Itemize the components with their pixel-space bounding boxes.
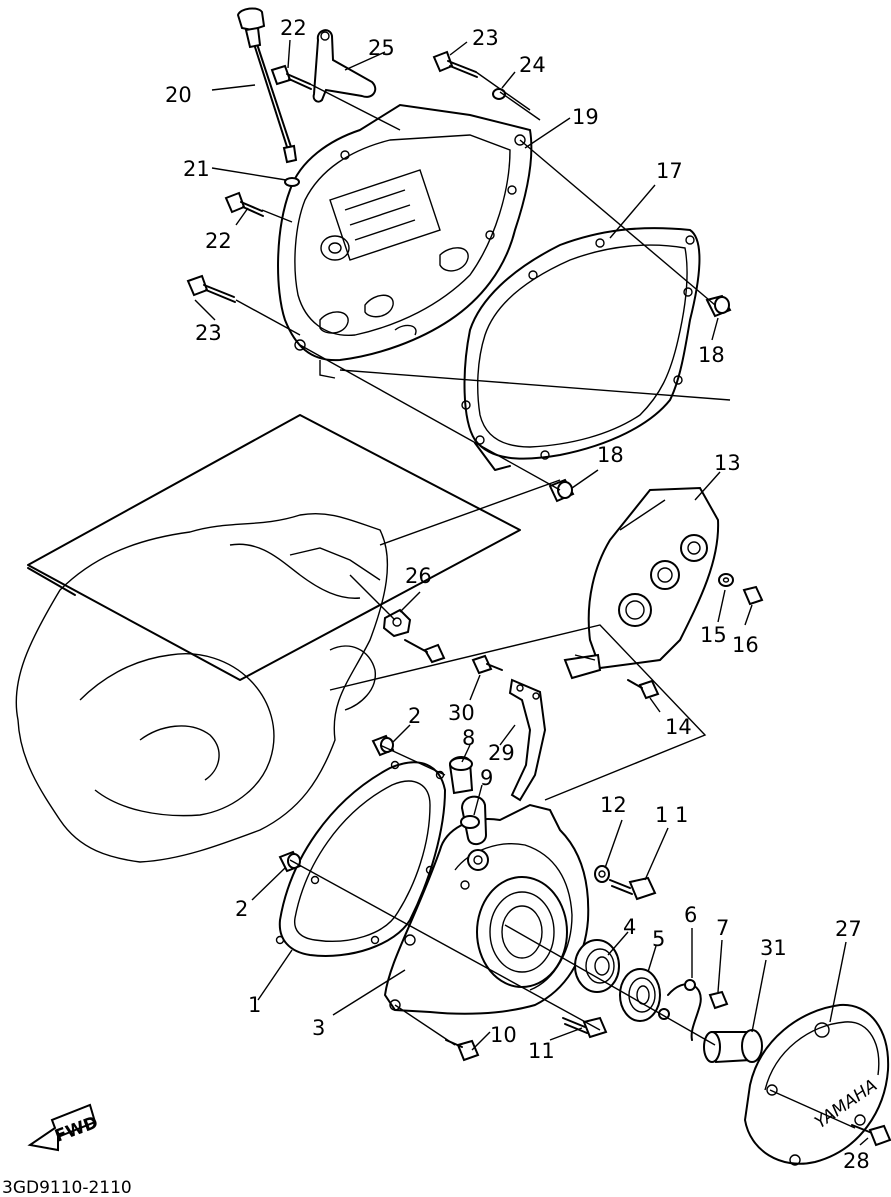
bolt-22-top: [270, 64, 312, 90]
dowel-18-lower: [548, 478, 575, 503]
callout-19: 19: [572, 105, 599, 129]
callout-22: 22: [280, 16, 307, 40]
callout-9: 9: [480, 766, 493, 790]
cover-13: [563, 486, 720, 680]
callout-28: 28: [843, 1149, 870, 1173]
callout-23b: 23: [195, 321, 222, 345]
crankcase-cover-3: [383, 795, 590, 1015]
clip-6: [658, 979, 702, 1041]
bolt-23-top: [432, 50, 478, 78]
bolt-23-mid: [186, 274, 236, 303]
callout-30: 30: [448, 701, 475, 725]
oil-seal-5: [619, 968, 661, 1022]
oil-dipstick-20: [236, 7, 298, 164]
washer-12: [594, 865, 610, 883]
oil-seal-4: [574, 939, 620, 993]
screw-7: [708, 990, 729, 1010]
nut-26: [382, 608, 446, 664]
dowel-2-lower: [278, 850, 302, 873]
plug-8: [448, 756, 474, 795]
callout-22b: 22: [205, 229, 232, 253]
callout-8: 8: [462, 726, 475, 750]
callout-16: 16: [732, 633, 759, 657]
leader-lines: [194, 39, 869, 1146]
bolt-16: [742, 585, 764, 606]
callout-5: 5: [652, 927, 665, 951]
callout-4: 4: [623, 915, 636, 939]
washer-15: [718, 573, 734, 587]
callout-labels: 22 25 23 24 20 19 21 17 22 23 18 18 13 2…: [165, 16, 870, 1173]
callout-20: 20: [165, 83, 192, 107]
callout-12: 12: [600, 793, 627, 817]
fwd-arrow: FWD: [27, 1103, 101, 1152]
bolt-30: [471, 654, 503, 675]
bolt-28: [851, 1124, 891, 1147]
bolt-11-upper: [609, 876, 657, 901]
callout-10: 10: [490, 1023, 517, 1047]
callout-11a: 1 1: [655, 803, 688, 827]
callout-29: 29: [488, 741, 515, 765]
callout-3: 3: [312, 1016, 325, 1040]
callout-24: 24: [519, 53, 546, 77]
callout-31: 31: [760, 936, 787, 960]
callout-2b: 2: [235, 897, 248, 921]
callout-18a: 18: [698, 343, 725, 367]
callout-26: 26: [405, 564, 432, 588]
callout-23: 23: [472, 26, 499, 50]
callout-21: 21: [183, 157, 210, 181]
o-ring-21: [284, 177, 300, 187]
bolt-14: [627, 679, 660, 700]
callout-25: 25: [368, 36, 395, 60]
callout-18b: 18: [597, 443, 624, 467]
callout-11b: 11: [528, 1039, 555, 1063]
dowel-18-upper: [705, 294, 732, 318]
alignment-lines: [235, 71, 856, 1129]
callout-14: 14: [665, 715, 692, 739]
diagram-code: 3GD9110-2110: [2, 1178, 132, 1197]
bracket-29: [508, 678, 547, 802]
callout-6: 6: [684, 903, 697, 927]
cover-27: [743, 1003, 890, 1166]
dowel-2-upper: [371, 734, 395, 757]
bracket-25: [312, 29, 377, 103]
callout-13: 13: [714, 451, 741, 475]
callout-1: 1: [248, 993, 261, 1017]
callout-2a: 2: [408, 704, 421, 728]
callout-17: 17: [656, 159, 683, 183]
collar-31: [703, 1029, 763, 1064]
callout-7: 7: [716, 916, 729, 940]
callout-15: 15: [700, 623, 727, 647]
bolt-22-mid: [224, 191, 264, 217]
o-ring-9: [460, 815, 480, 829]
clutch-cover-upper: [277, 103, 533, 379]
engine-crankcase: [15, 414, 521, 863]
callout-27: 27: [835, 917, 862, 941]
